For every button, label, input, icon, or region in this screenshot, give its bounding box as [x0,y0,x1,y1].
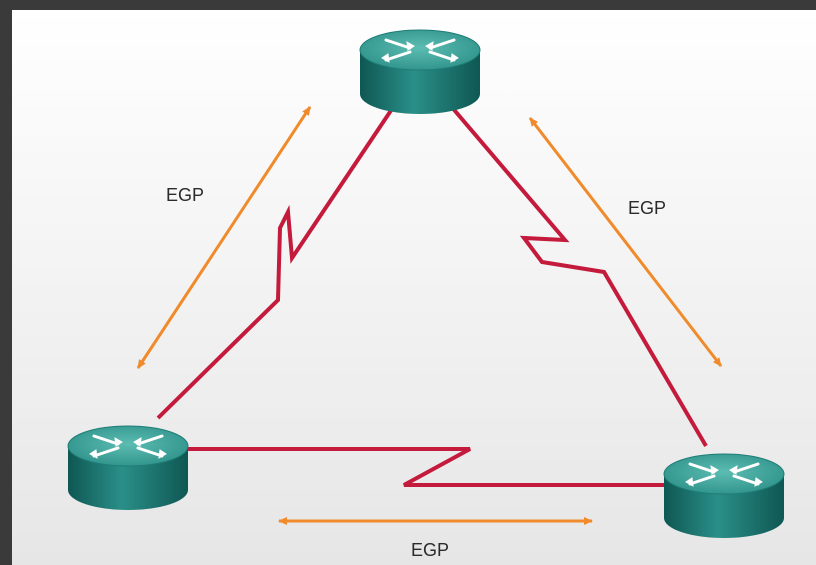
egp-arrow-left [136,106,312,369]
router-right [662,452,786,540]
router-icon [662,452,786,540]
egp-label-bottom: EGP [411,540,449,560]
router-left [66,424,190,512]
router-icon [66,424,190,512]
egp-arrows [136,106,723,525]
egp-label-left: EGP [166,185,204,205]
router-top [358,28,482,116]
egp-label-right: EGP [628,198,666,218]
wan-link-bottom [182,447,668,487]
router-icon [358,28,482,116]
egp-arrow-right [528,117,723,367]
